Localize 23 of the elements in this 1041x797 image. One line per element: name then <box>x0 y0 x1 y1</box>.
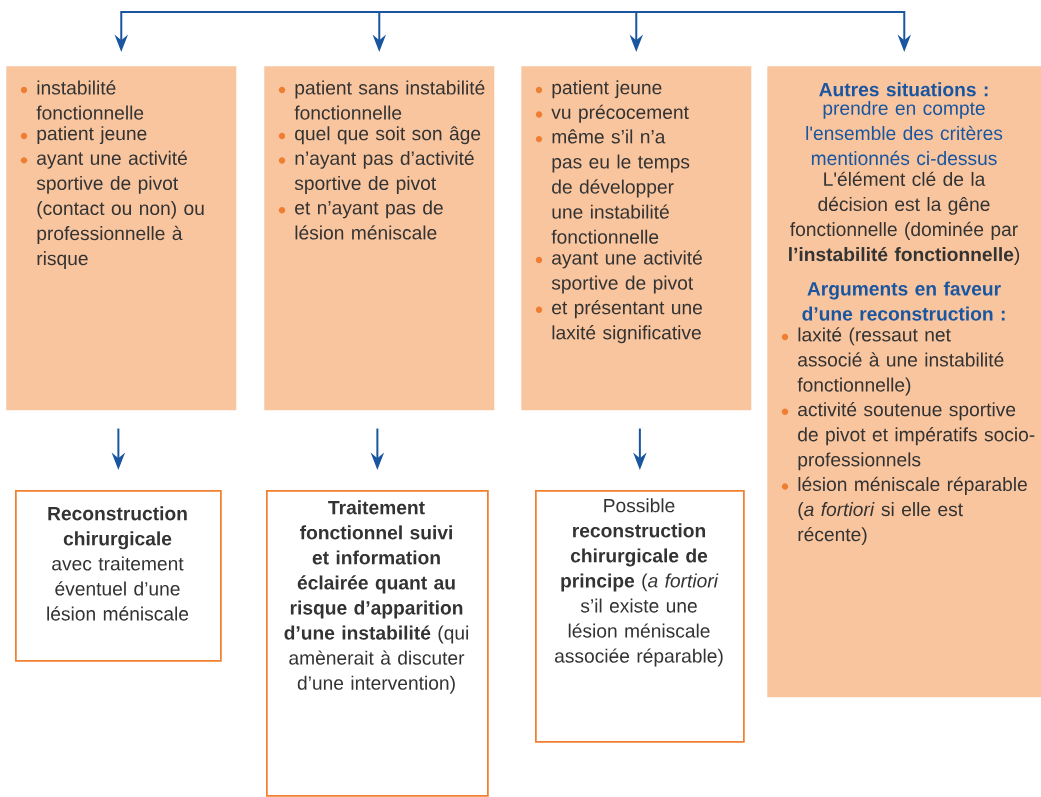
bullet-item: laxité (ressaut net associé à une instabilité fonctionnelle) <box>781 327 1004 396</box>
criteria-box <box>521 66 752 411</box>
bullet-item: lésion méniscale réparable (a fortiori si elle est récente) <box>781 476 1027 546</box>
bullet-item: et présentant une laxité significative <box>535 300 702 344</box>
outcome-box <box>15 490 222 662</box>
outcome-box <box>266 490 489 797</box>
body-text: L'élément clé de la décision est la gêne fonctionnelle (dominée par l’instabilité fonctionnelle) <box>789 171 1020 265</box>
bullet-item: patient jeune <box>20 126 147 145</box>
outcome-text: Traitement fonctionnel suivi et information éclairée quant au risque d’apparition d’une instabilité (qui amènerait à discuter d’une intervention) <box>284 500 468 694</box>
section-heading: Arguments en faveur d’une reconstruction : <box>802 281 1005 321</box>
outcome-text: Reconstruction chirurgicale avec traitement éventuel d’une lésion méniscale <box>47 506 189 621</box>
criteria-box <box>264 66 495 411</box>
outcome-box <box>535 490 745 743</box>
instruction-text: prendre en compte l'ensemble des critères mentionnés ci-dessus <box>806 100 1003 166</box>
outcome-text: Possible reconstruction chirurgicale de principe (a fortiori s’il existe une lésion méniscale associée réparable) <box>555 498 723 667</box>
bullet-item: patient jeune <box>535 80 662 99</box>
criteria-box <box>767 66 1041 698</box>
bullet-item: vu précocement <box>535 104 689 123</box>
bullet-item: et n’ayant pas de lésion méniscale <box>278 200 443 240</box>
criteria-box <box>6 66 237 411</box>
section-heading: Autres situations : <box>819 82 988 97</box>
bullet-item: quel que soit son âge <box>278 126 481 145</box>
bullet-item: ayant une activité sportive de pivot (contact ou non) ou professionnelle à risque <box>20 150 204 269</box>
